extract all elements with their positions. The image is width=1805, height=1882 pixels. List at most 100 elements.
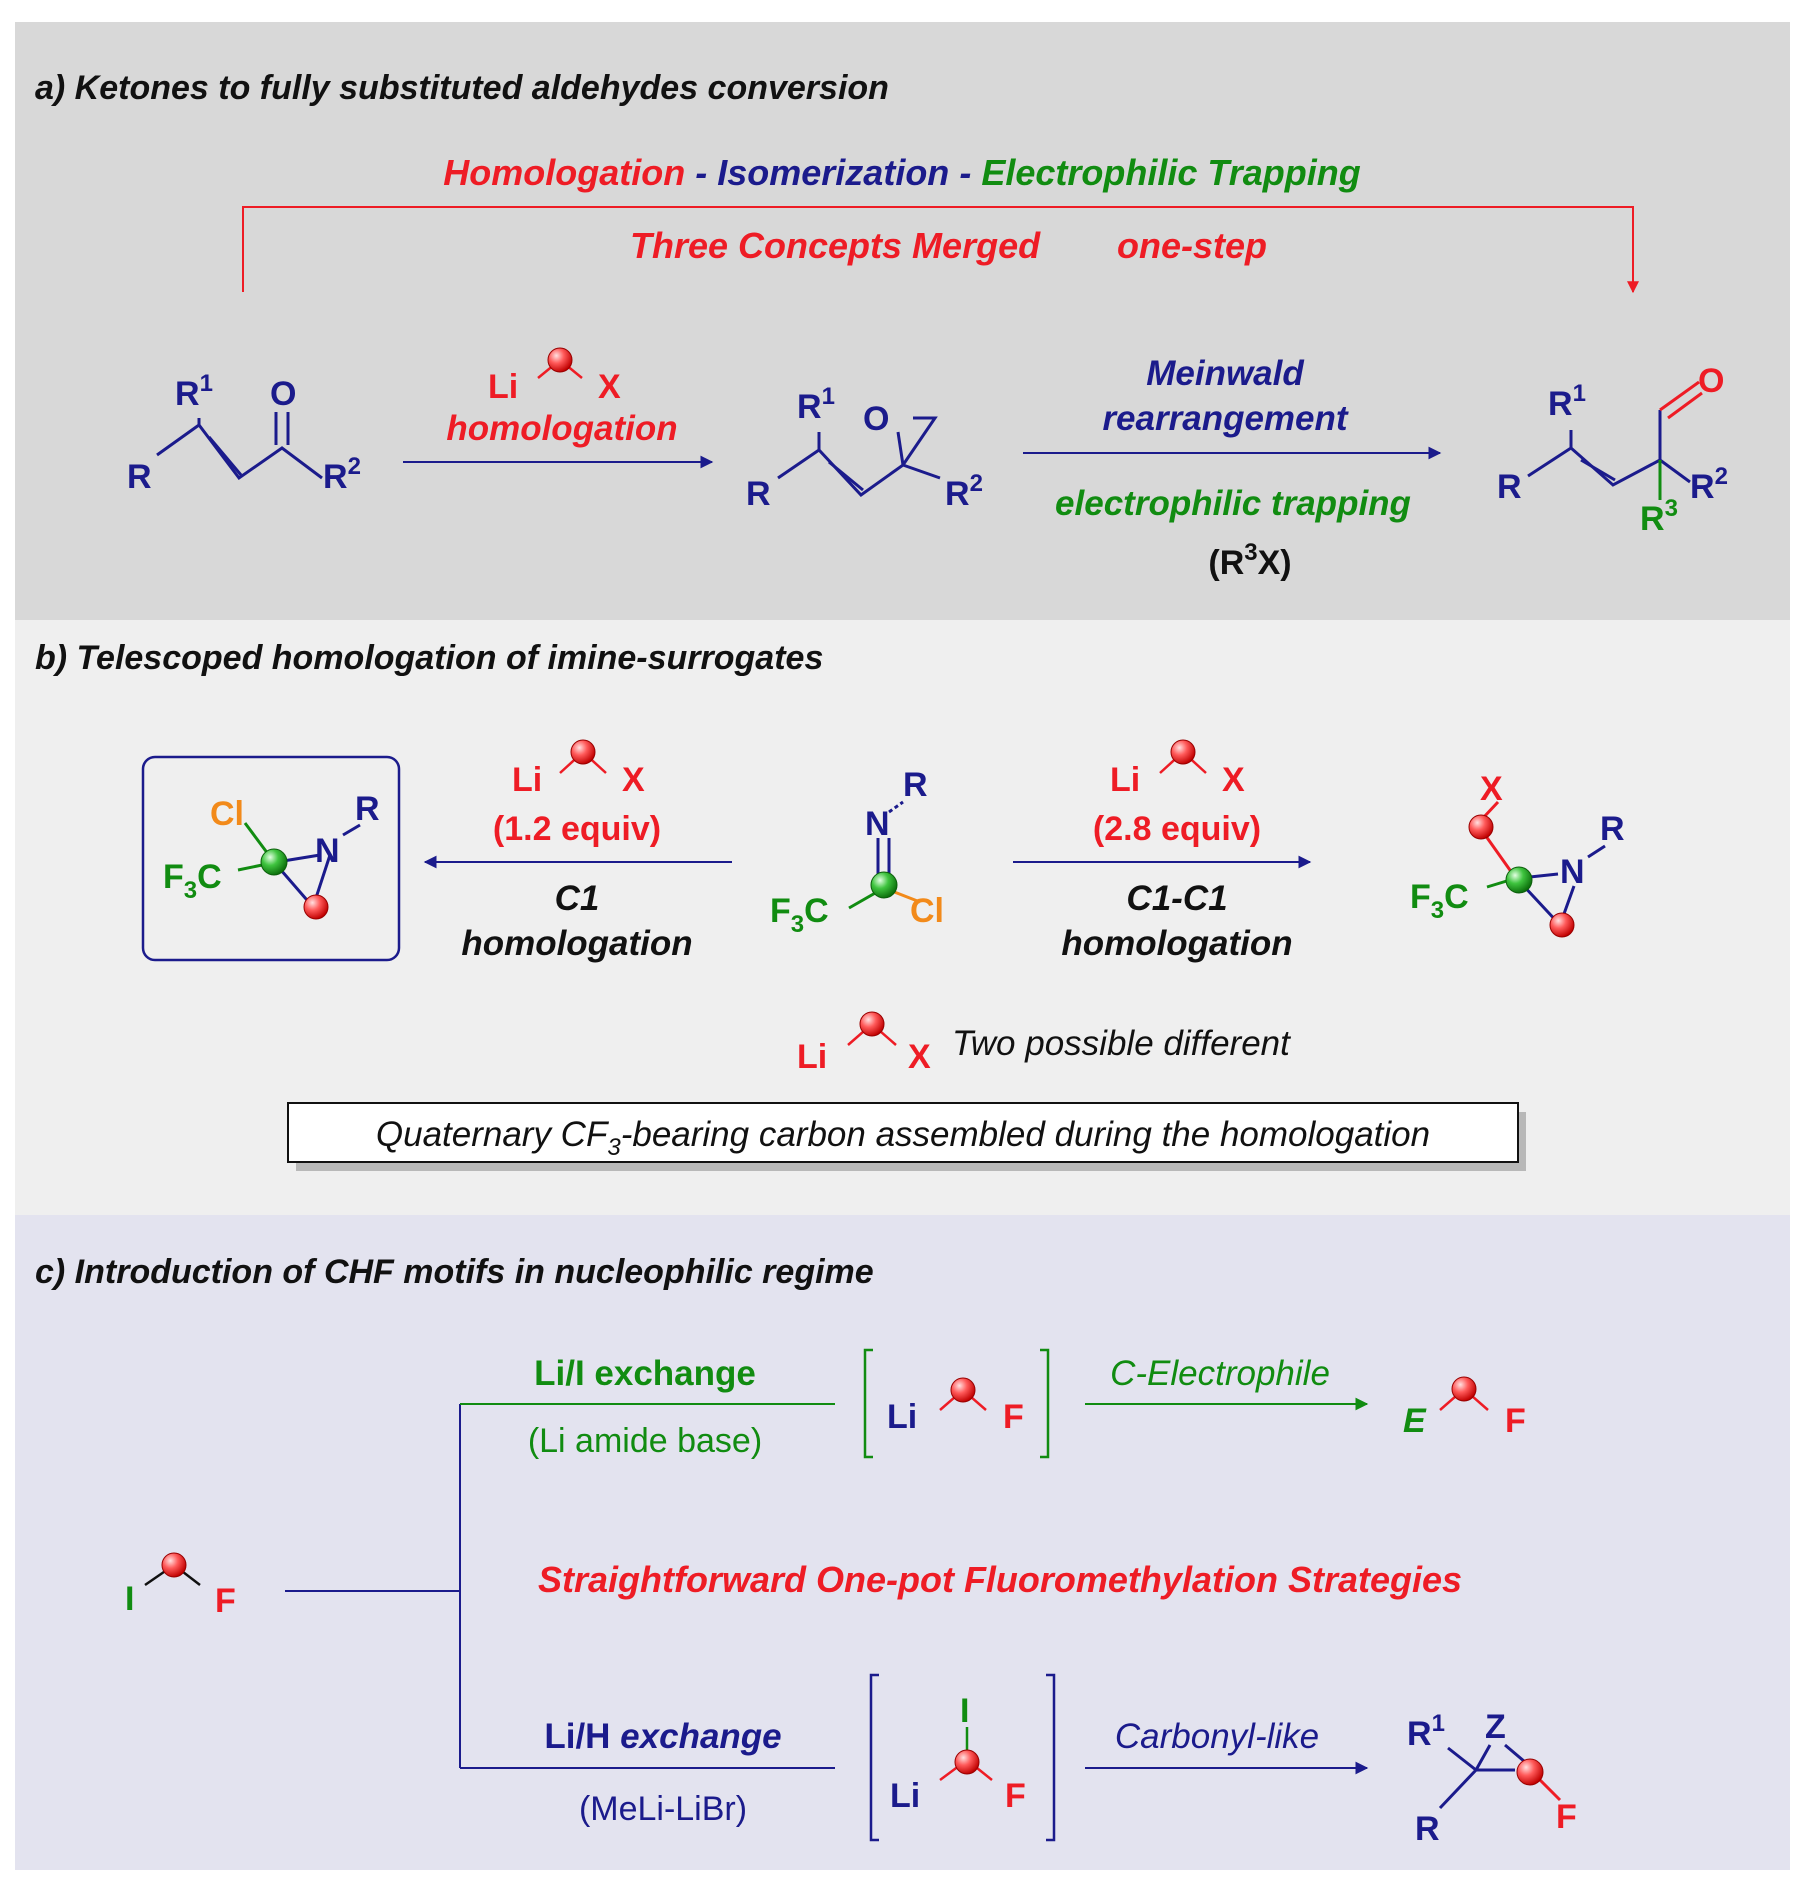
lithium-iodofluorocarbenoid-intermediate: I Li F (869, 1673, 1056, 1842)
atom-r2: R2 (323, 453, 361, 496)
meli-libr-label: (MeLi-LiBr) (579, 1790, 747, 1828)
carbenoid-ball (954, 1749, 980, 1775)
atom-r1: R1 (1407, 1710, 1445, 1753)
reagent-li: Li (1110, 761, 1140, 799)
atom-r2: R2 (945, 470, 983, 513)
one-pot-strategies-label: Straightforward One-pot Fluoromethylatio… (538, 1559, 1462, 1600)
product-highlight-box (141, 755, 401, 962)
equiv-2-8-label: (2.8 equiv) (1093, 810, 1261, 848)
carbenoid-ball (547, 347, 573, 373)
c1-label: C1 (555, 879, 600, 918)
vinyl-epoxide-structure: R1 O R R2 (746, 383, 983, 513)
imidoyl-chloride-structure: N R F3C Cl (770, 766, 944, 938)
atom-o: O (1698, 362, 1724, 400)
carbenoid-ball (870, 871, 898, 899)
atom-i: I (960, 1692, 969, 1730)
carbenoid-ball (1505, 866, 1533, 894)
reagent-x: X (622, 761, 645, 799)
atom-n: N (315, 832, 340, 870)
carbenoid-ball (570, 739, 596, 765)
atom-f3c: F3C (1410, 878, 1469, 924)
c1-c1-homologation-label: homologation (1061, 924, 1292, 963)
quaternary-label: Quaternary CF3-bearing carbon assembled … (376, 1115, 1430, 1161)
quaternary-callout: Quaternary CF3-bearing carbon assembled … (287, 1102, 1526, 1171)
carbenoid-ball (303, 894, 329, 920)
carbenoid-ball (1549, 912, 1575, 938)
atom-z: Z (1485, 1708, 1506, 1746)
atom-n: N (865, 805, 890, 843)
panel-a-background (15, 22, 1790, 620)
aldehyde-structure: O R1 R R2 R3 (1497, 362, 1728, 538)
reagent-li: Li (488, 368, 518, 406)
rearrangement-label: rearrangement (1102, 399, 1348, 438)
atom-f: F (1005, 1777, 1026, 1815)
reagent-li: Li (797, 1038, 827, 1076)
chloro-aziridine-product: Cl F3C N R (141, 755, 401, 962)
atom-r: R (355, 790, 380, 828)
atom-f3c: F3C (163, 858, 222, 904)
fluoroiodomethane-structure: I F (125, 1552, 236, 1620)
carbonyl-like-label: Carbonyl-like (1115, 1717, 1319, 1756)
branch-connector (285, 1404, 461, 1768)
atom-cl: Cl (910, 892, 944, 930)
atom-r1: R1 (175, 370, 213, 413)
carbenoid-note: Li X Two possible different (797, 1011, 1291, 1076)
c1-homologation-label: homologation (461, 924, 692, 963)
enone-structure: R1 O R R2 (127, 370, 361, 496)
atom-x: X (1480, 770, 1503, 808)
atom-r: R (1415, 1810, 1440, 1848)
panel-b: b) Telescoped homologation of imine-surr… (15, 620, 1790, 1215)
c1-homologation-step: Li X (1.2 equiv) C1 homologation (423, 739, 732, 963)
one-step-bracket-arrow (242, 206, 1639, 294)
atom-li: Li (890, 1777, 920, 1815)
atom-li: Li (887, 1398, 917, 1436)
atom-e: E (1403, 1402, 1427, 1440)
one-step-label: one-step (1117, 225, 1267, 266)
atom-r1: R1 (1548, 380, 1586, 423)
atom-f3c: F3C (770, 892, 829, 938)
carbenoid-ball (1468, 814, 1494, 840)
panel-a-title: a) Ketones to fully substituted aldehyde… (35, 69, 889, 107)
two-possible-label: Two possible different (952, 1024, 1291, 1063)
panel-a: a) Ketones to fully substituted aldehyde… (15, 22, 1790, 620)
atom-f: F (215, 1582, 236, 1620)
panel-c-background (15, 1215, 1790, 1870)
li-h-exchange-label: Li/H exchange (544, 1717, 781, 1756)
reagent-x: X (598, 368, 621, 406)
li-i-exchange-label: Li/I exchange (534, 1354, 756, 1393)
c1-c1-label: C1-C1 (1126, 879, 1227, 918)
carbenoid-ball (161, 1552, 187, 1578)
atom-o: O (863, 400, 889, 438)
panel-c-title: c) Introduction of CHF motifs in nucleop… (35, 1253, 874, 1291)
reagent-x: X (1222, 761, 1245, 799)
homologation-step-1: Li X homologation (403, 347, 714, 469)
atom-r: R (127, 458, 152, 496)
atom-r: R (903, 766, 928, 804)
meinwald-label: Meinwald (1146, 354, 1304, 393)
three-concepts-label: Three Concepts Merged (630, 225, 1041, 266)
r3x-reagent: (R3X) (1208, 539, 1291, 582)
atom-r2: R2 (1690, 463, 1728, 506)
halomethyl-aziridine-product: X F3C N R (1410, 770, 1625, 938)
atom-r3: R3 (1640, 495, 1678, 538)
atom-n: N (1560, 853, 1585, 891)
c-electrophile-label: C-Electrophile (1110, 1354, 1330, 1393)
carbenoid-ball (1170, 739, 1196, 765)
atom-r1: R1 (797, 383, 835, 426)
atom-f: F (1003, 1398, 1024, 1436)
li-amide-base-label: (Li amide base) (528, 1422, 762, 1460)
electrophile-product: E F (1403, 1376, 1526, 1440)
carbenoid-ball (859, 1011, 885, 1037)
atom-r: R (746, 475, 771, 513)
fluorinated-ring-product: R1 Z R F (1407, 1708, 1577, 1848)
homologation-label: homologation (446, 409, 677, 448)
atom-o: O (270, 375, 296, 413)
atom-f: F (1556, 1798, 1577, 1836)
electrophilic-trapping-label: electrophilic trapping (1055, 484, 1411, 523)
panel-c: c) Introduction of CHF motifs in nucleop… (15, 1215, 1790, 1870)
c1-c1-homologation-step: Li X (2.8 equiv) C1-C1 homologation (1013, 739, 1312, 963)
rearrangement-step: Meinwald rearrangement electrophilic tra… (1023, 354, 1442, 582)
carbenoid-ball (950, 1377, 976, 1403)
atom-f: F (1505, 1402, 1526, 1440)
